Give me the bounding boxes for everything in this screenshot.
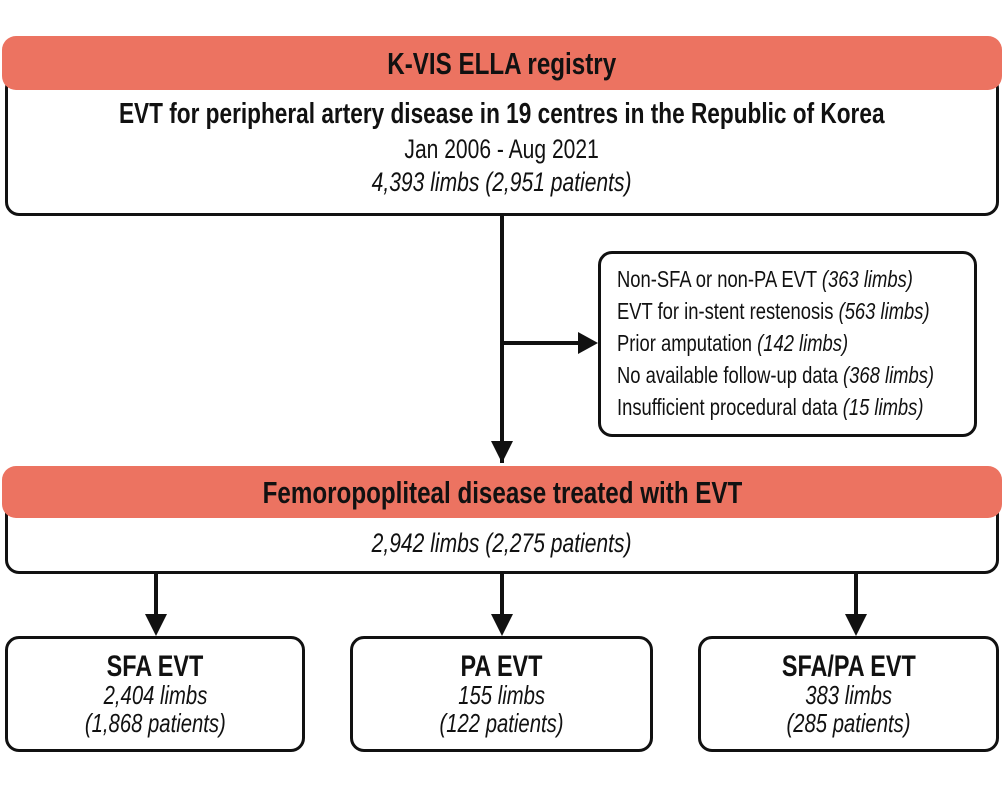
exclusion-node: Non-SFA or non-PA EVT (363 limbs) EVT fo… [598,251,977,437]
included-subtitle: 2,942 limbs (2,275 patients) [372,528,632,558]
exclusion-row: Non-SFA or non-PA EVT (363 limbs) [617,266,913,292]
exclusion-row: EVT for in-stent restenosis (563 limbs) [617,298,930,324]
exclusion-row: Prior amputation (142 limbs) [617,330,849,356]
group-title: SFA EVT [106,649,204,683]
group-node-sfa-pa: SFA/PA EVT 383 limbs (285 patients) [698,636,999,752]
exclusion-arrowhead [578,332,598,354]
group-arrowhead-1 [145,614,167,636]
trunk-connector [500,216,504,463]
included-band: Femoropopliteal disease treated with EVT [2,466,1002,518]
registry-line-1: EVT for peripheral artery disease in 19 … [119,98,885,130]
group-connector-2 [500,573,504,620]
group-arrowhead-3 [845,614,867,636]
group-limbs: 383 limbs [805,680,892,711]
group-patients: (1,868 patients) [84,707,226,738]
registry-line-2: Jan 2006 - Aug 2021 [404,133,600,164]
exclusion-row: No available follow-up data (368 limbs) [617,362,935,388]
included-arrowhead [491,441,513,463]
group-arrowhead-2 [491,614,513,636]
group-limbs: 155 limbs [458,680,545,711]
registry-band: K-VIS ELLA registry [2,36,1002,90]
group-patients: (285 patients) [786,707,911,738]
group-connector-1 [154,573,158,620]
group-connector-3 [854,573,858,620]
registry-text-block: EVT for peripheral artery disease in 19 … [5,98,999,198]
registry-band-title: K-VIS ELLA registry [387,45,617,81]
group-node-pa: PA EVT 155 limbs (122 patients) [350,636,653,752]
exclusion-row: Insufficient procedural data (15 limbs) [617,394,924,420]
group-title: SFA/PA EVT [781,649,916,683]
group-title: PA EVT [460,649,543,683]
group-patients: (122 patients) [439,707,564,738]
group-node-sfa: SFA EVT 2,404 limbs (1,868 patients) [5,636,305,752]
group-limbs: 2,404 limbs [103,680,207,711]
included-band-title: Femoropopliteal disease treated with EVT [262,474,742,510]
exclusion-branch-connector [500,341,578,345]
registry-line-3: 4,393 limbs (2,951 patients) [372,167,632,198]
